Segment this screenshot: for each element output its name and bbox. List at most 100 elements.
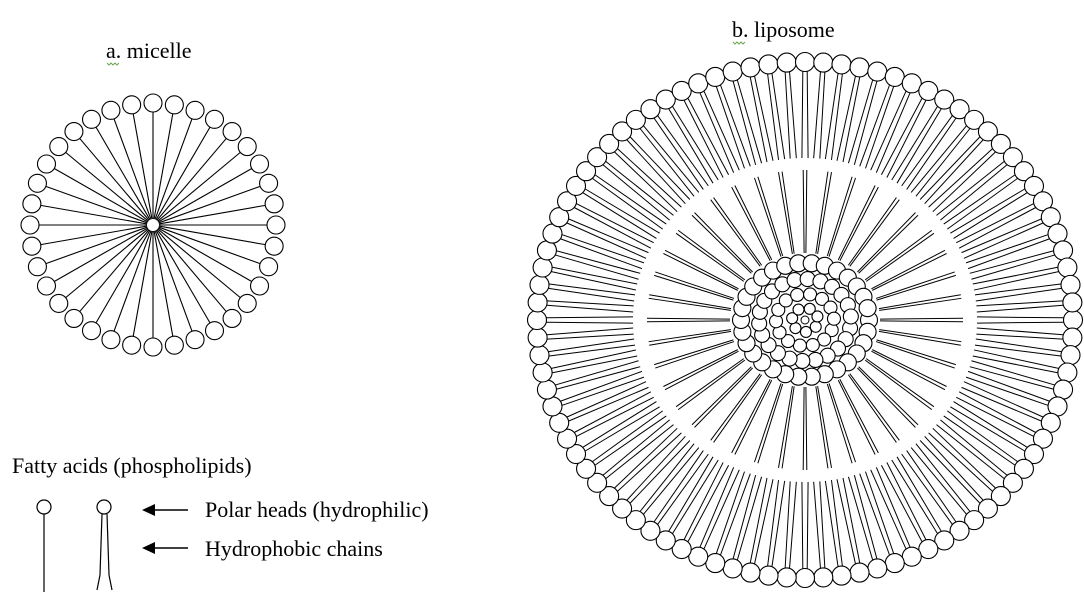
liposome-outer-head [528, 311, 547, 330]
micelle-head [83, 110, 101, 128]
micelle-title-letter: a [106, 38, 116, 63]
liposome-outer-tail [549, 288, 635, 301]
liposome-inner-tail [879, 298, 961, 310]
liposome-inner-head [801, 316, 809, 324]
liposome-inner-tail [859, 215, 918, 273]
micelle-tail [114, 119, 151, 220]
liposome-outer-head [832, 55, 851, 74]
liposome-inner-tail [803, 387, 804, 470]
liposome-inner-tail [735, 380, 772, 454]
liposome-inner-tail [754, 178, 781, 257]
micelle-tail [157, 230, 226, 312]
liposome-inner-tail [806, 170, 807, 253]
liposome-outer-tail [593, 411, 663, 462]
liposome-outer-tail [854, 81, 876, 165]
liposome-outer-tail [975, 284, 1061, 295]
liposome-inner-tail [663, 254, 737, 291]
micelle-head [28, 258, 46, 276]
micelle-head [265, 237, 283, 255]
liposome-outer-tail [968, 371, 1049, 401]
micelle-tail [41, 205, 147, 224]
liposome-inner-tail [782, 386, 794, 468]
liposome-outer-tail [557, 367, 641, 389]
micelle-head [123, 336, 141, 354]
liposome-outer-tail [976, 339, 1062, 352]
liposome-outer-tail [854, 475, 876, 559]
liposome-inner-tail [692, 367, 751, 425]
liposome-outer-head [723, 559, 742, 578]
liposome-outer-tail [977, 317, 1064, 318]
liposome-inner-tail [818, 386, 832, 468]
svg-text:b. liposome: b. liposome [732, 17, 835, 42]
liposome-inner-tail [877, 275, 956, 300]
liposome-inner-tail [865, 230, 932, 280]
micelle-head [28, 174, 46, 192]
liposome-inner-tail [779, 172, 793, 254]
liposome-outer-head [689, 74, 708, 93]
micelle-tail [158, 229, 241, 298]
liposome-inner-tail [850, 200, 900, 267]
liposome-outer-head [868, 62, 887, 81]
liposome-outer-tail [876, 93, 910, 173]
micelle-tail [46, 186, 147, 223]
liposome-inner-tail [865, 360, 932, 410]
liposome-outer-tail [547, 301, 633, 306]
micelle-head [23, 195, 41, 213]
liposome-outer-head [902, 547, 921, 566]
micelle-tail [80, 138, 149, 220]
liposome-outer-head [706, 67, 725, 86]
liposome-inner-tail [859, 367, 918, 425]
liposome-outer-tail [807, 72, 808, 159]
liposome-outer-tail [684, 462, 723, 539]
micelle-tail [54, 228, 148, 282]
liposome-outer-head [777, 53, 796, 72]
liposome-inner-tail [711, 374, 761, 441]
micelle-head [23, 237, 41, 255]
liposome-inner-tail [838, 186, 875, 260]
liposome-outer-head [530, 275, 549, 294]
liposome-inner-head [827, 312, 840, 325]
micelle-tail [157, 138, 226, 220]
micelle-head [50, 294, 68, 312]
liposome-inner-tail [806, 387, 807, 470]
liposome-inner-tail [803, 170, 804, 253]
liposome-outer-tail [962, 219, 1042, 253]
liposome-inner-head [770, 315, 783, 328]
micelle-tail [159, 186, 260, 223]
micelle-tail [159, 227, 260, 264]
liposome-inner-tail [695, 368, 753, 427]
liposome-outer-head [543, 397, 562, 416]
liposome-outer-tail [802, 482, 803, 569]
micelle-tail [158, 152, 241, 221]
micelle-tail [133, 231, 152, 336]
spellcheck-squiggle [107, 63, 119, 65]
liposome-outer-tail [802, 72, 803, 159]
liposome-inner-tail [735, 186, 772, 260]
liposome-outer-tail [976, 288, 1062, 301]
micelle-head [144, 94, 162, 112]
liposome-outer-tail [772, 481, 785, 567]
liposome-inner-head [843, 309, 858, 324]
micelle-head [206, 322, 224, 340]
liposome-inner-tail [649, 298, 731, 310]
liposome-inner-head [812, 311, 823, 322]
liposome-outer-head [814, 568, 833, 587]
liposome-outer-head [850, 58, 869, 77]
phospholipid-icon [97, 500, 112, 590]
arrow-left-icon [142, 504, 188, 516]
liposome-outer-tail [977, 322, 1064, 323]
liposome-outer-head [537, 241, 556, 260]
liposome-outer-tail [975, 345, 1061, 356]
liposome-outer-tail [902, 116, 953, 186]
liposome-inner-tail [647, 318, 730, 319]
liposome-inner-tail [678, 230, 745, 280]
liposome-outer-tail [768, 74, 779, 160]
liposome-outer-tail [887, 100, 926, 177]
liposome-outer-tail [976, 301, 1062, 306]
micelle-head [206, 110, 224, 128]
liposome-inner-head [810, 321, 821, 332]
liposome-outer-tail [549, 284, 635, 295]
micelle-tail [133, 114, 152, 219]
liposome-outer-head [832, 566, 851, 585]
micelle-head [165, 336, 183, 354]
